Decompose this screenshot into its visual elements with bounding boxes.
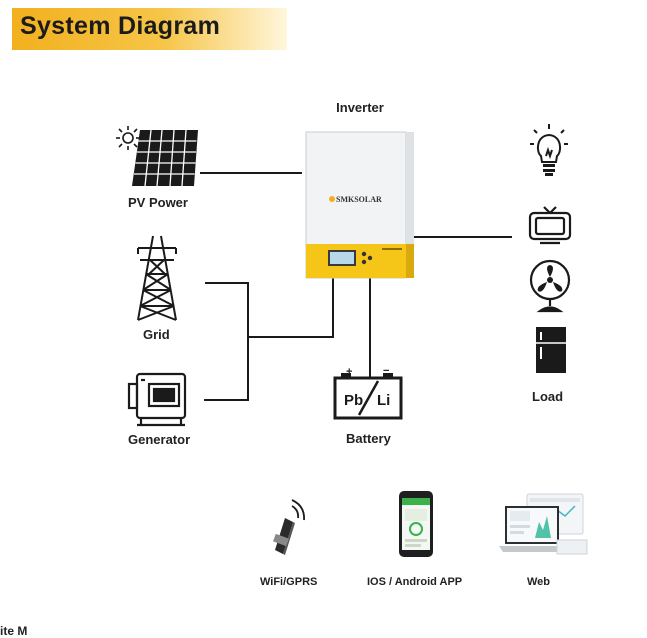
battery-icon: Pb Li xyxy=(333,373,403,420)
smartphone-icon xyxy=(399,491,433,557)
web-label: Web xyxy=(527,576,551,588)
header-banner xyxy=(12,8,287,50)
battery-li-text: Li xyxy=(377,392,390,409)
app-label: IOS / Android APP xyxy=(367,576,463,588)
laptop-web-icon xyxy=(499,493,588,555)
transmission-tower-icon xyxy=(137,235,177,321)
battery-plus: + xyxy=(346,366,353,378)
fan-icon xyxy=(529,259,571,313)
generator-label: Generator xyxy=(128,432,191,447)
wifi-gprs-label: WiFi/GPRS xyxy=(260,576,318,588)
wifi-dongle-icon xyxy=(273,499,305,555)
light-bulb-icon xyxy=(530,124,568,176)
page-title: System Diagram xyxy=(20,12,221,40)
battery-pb-text: Pb xyxy=(344,392,363,409)
ac-input-wire xyxy=(248,278,334,338)
inverter-icon: SMKSOLAR xyxy=(305,131,414,279)
inverter-brand: SMKSOLAR xyxy=(336,195,382,204)
pv-power-label: PV Power xyxy=(128,195,188,210)
battery-minus: − xyxy=(383,365,390,377)
solar-panel-icon xyxy=(116,126,198,187)
footer-partial-text: ite M xyxy=(0,624,28,638)
battery-label: Battery xyxy=(346,431,391,446)
grid-generator-wire xyxy=(204,282,249,401)
grid-label: Grid xyxy=(143,327,170,342)
generator-icon xyxy=(127,372,187,427)
load-label: Load xyxy=(532,389,564,404)
inverter-label: Inverter xyxy=(336,100,384,115)
refrigerator-icon xyxy=(536,327,566,373)
television-icon xyxy=(528,206,572,245)
